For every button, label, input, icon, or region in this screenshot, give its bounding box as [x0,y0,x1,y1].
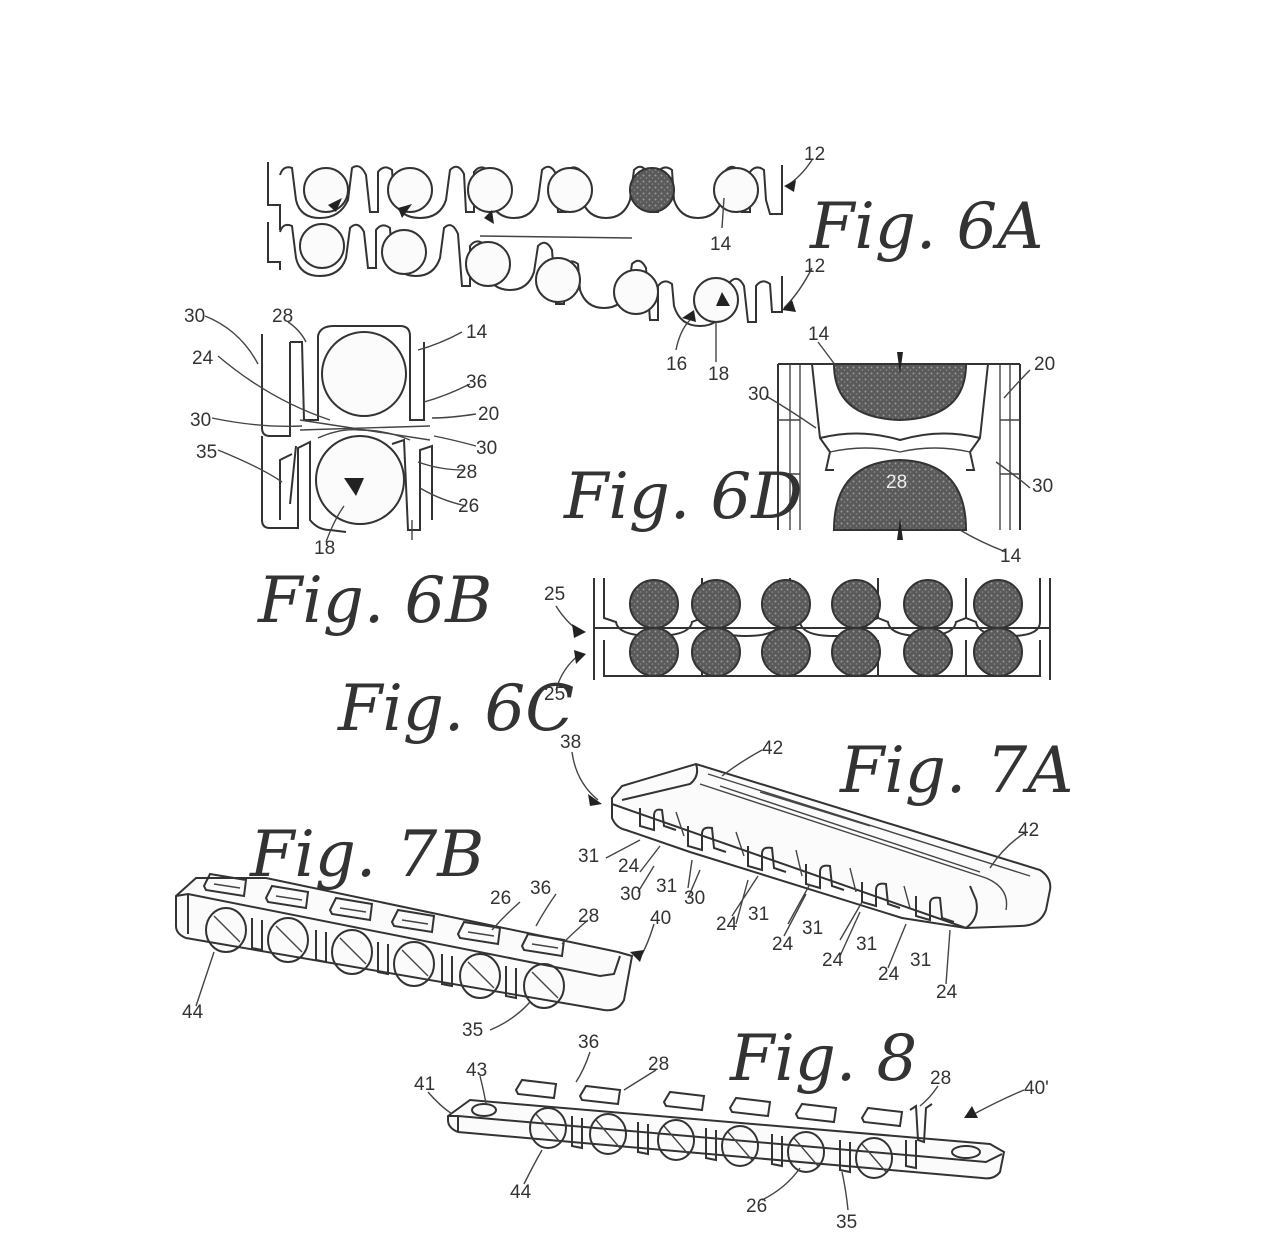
fig6a-lower-strip [267,222,783,328]
ref-44-7b: 44 [182,1002,204,1023]
figure-6c: 25 25 Fig. 6C [337,578,1051,746]
ref-42-b: 42 [1018,820,1039,841]
ref-24-c: 24 [772,934,794,955]
ref-24-b-7a: 24 [716,914,738,935]
ref-35-b: 35 [196,442,217,463]
fig-6c-label: Fig. 6C [337,672,574,746]
ref-18-b: 18 [314,538,335,559]
ref-30-b: 30 [190,410,211,431]
fig8-clips [514,1078,933,1144]
ref-43: 43 [466,1060,487,1081]
ref-14-b: 14 [466,322,488,343]
fig-6d-label: Fig. 6D [563,460,803,534]
ref-14: 14 [710,234,732,255]
ref-35-8: 35 [836,1212,857,1233]
ref-20-b: 20 [478,404,499,425]
ref-31-e: 31 [856,934,877,955]
fig7a-slots [639,808,955,923]
ref-30-c: 30 [476,438,497,459]
ref-28-a: 28 [272,306,293,327]
ref-12-lower: 12 [804,256,825,277]
ref-31-b: 31 [656,876,677,897]
ref-20-d: 20 [1034,354,1055,375]
ref-36-8: 36 [578,1032,599,1053]
fig7b-holes [205,907,565,1009]
fig6a-upper-strip [267,162,783,230]
ref-18: 18 [708,364,729,385]
ref-28-b: 28 [456,462,477,483]
ref-28-d: 28 [886,472,907,493]
ref-31-f: 31 [910,950,931,971]
fig7b-clips [202,872,566,958]
ref-14-d-top: 14 [808,324,830,345]
fig-6b-label: Fig. 6B [257,564,492,638]
ref-14-d-bottom: 14 [1000,546,1022,567]
ref-24-d: 24 [822,950,844,971]
fig-8-label: Fig. 8 [729,1022,917,1096]
ref-24-e: 24 [878,964,900,985]
figure-8: 36 28 43 41 28 40' 44 26 35 Fig. 8 [414,1022,1049,1233]
ref-30-7a-a: 30 [620,884,641,905]
ref-28-7b: 28 [578,906,599,927]
ref-31-d: 31 [802,918,823,939]
fig8-holes [529,1107,917,1179]
fig-6a-label: Fig. 6A [809,190,1043,264]
ref-28-8-a: 28 [648,1054,669,1075]
ref-40-prime: 40' [1024,1078,1049,1099]
ref-44-8: 44 [510,1182,532,1203]
fig6c-lower-row [603,627,1041,677]
ref-28-8-b: 28 [930,1068,951,1089]
ref-24-f: 24 [936,982,958,1003]
figure-7b: 26 36 28 40 44 35 Fig. 7B [175,818,671,1041]
figure-6a: 12 14 12 16 18 Fig. 6A [267,144,1043,385]
ref-40: 40 [650,908,671,929]
ref-30-d-left: 30 [748,384,769,405]
ref-25-bottom: 25 [544,684,565,705]
ref-26-7b: 26 [490,888,511,909]
ref-16: 16 [666,354,687,375]
figure-6d: 14 20 30 28 30 14 Fig. 6D [563,324,1055,567]
ref-35-7b: 35 [462,1020,483,1041]
ref-24-b: 24 [192,348,214,369]
ref-31-c: 31 [748,904,769,925]
ref-26-8: 26 [746,1196,767,1217]
ref-24-a: 24 [618,856,640,877]
fig-7b-label: Fig. 7B [249,818,484,892]
figure-6b: 30 28 14 24 36 20 30 30 35 28 26 18 Fig.… [184,306,499,638]
ref-31-a: 31 [578,846,599,867]
ref-36-7b: 36 [530,878,551,899]
ref-12-upper: 12 [804,144,825,165]
ref-41: 41 [414,1074,435,1095]
ref-30-d-right: 30 [1032,476,1053,497]
fig-7a-label: Fig. 7A [839,734,1073,808]
ref-36-b: 36 [466,372,487,393]
figure-7a: 38 42 42 31 24 30 31 30 24 31 24 31 24 3… [560,732,1073,1003]
ref-38: 38 [560,732,581,753]
ref-26-b: 26 [458,496,479,517]
ref-25-top: 25 [544,584,565,605]
ref-30-7a-b: 30 [684,888,705,909]
ref-30-a: 30 [184,306,205,327]
ref-42-a: 42 [762,738,783,759]
